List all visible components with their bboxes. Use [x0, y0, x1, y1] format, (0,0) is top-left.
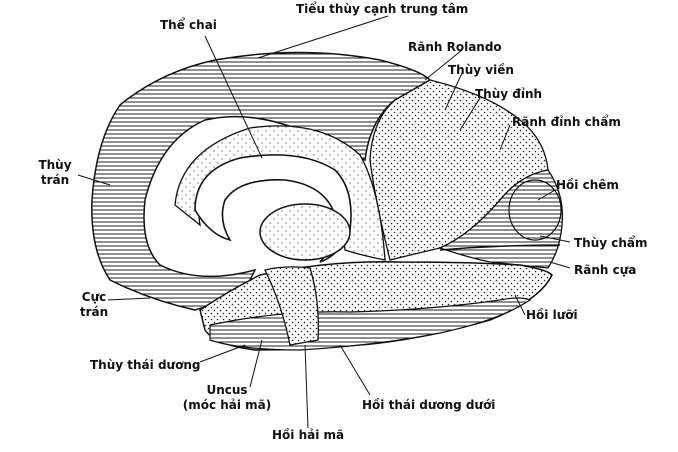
calcarine-sulcus: [439, 244, 561, 251]
label-tieu-thuy-canh-trung-tam: Tiểu thùy cạnh trung tâm: [296, 2, 469, 16]
label-thuy-dinh: Thùy đỉnh: [475, 87, 543, 101]
label-uncus: Uncus (móc hải mã): [172, 383, 282, 413]
label-thuy-tran-line1: Thùy: [38, 158, 72, 172]
label-hoi-thai-duong-duoi: Hồi thái dương dưới: [362, 398, 496, 412]
label-uncus-line1: Uncus: [206, 383, 248, 397]
label-thuy-vien: Thùy viền: [448, 63, 514, 77]
label-thuy-tran: Thùy trán: [30, 158, 80, 188]
label-ranh-cua: Rãnh cựa: [574, 263, 637, 277]
brainstem: [264, 266, 319, 346]
label-thuy-tran-line2: trán: [40, 173, 70, 187]
label-the-chai: Thể chai: [160, 18, 217, 32]
label-hoi-luoi: Hồi lưỡi: [526, 308, 578, 322]
label-ranh-rolando: Rãnh Rolando: [408, 40, 502, 54]
frontal-lobe-region: [91, 51, 432, 311]
label-cuc-tran-line2: trán: [79, 305, 109, 319]
label-cuc-tran: Cực trán: [72, 290, 116, 320]
label-ranh-dinh-cham: Rãnh đỉnh chẩm: [512, 115, 621, 129]
leader-lines: [77, 15, 571, 429]
label-cuc-tran-line1: Cực: [81, 290, 107, 304]
label-thuy-thai-duong: Thùy thái dương: [90, 358, 201, 372]
label-hoi-chem: Hồi chêm: [556, 178, 619, 192]
cuneus-region: [508, 179, 562, 241]
label-hoi-hai-ma: Hồi hải mã: [272, 428, 345, 442]
label-uncus-line2: (móc hải mã): [182, 398, 272, 412]
label-thuy-cham: Thùy chẩm: [574, 236, 648, 250]
thalamus-region: [259, 203, 351, 261]
